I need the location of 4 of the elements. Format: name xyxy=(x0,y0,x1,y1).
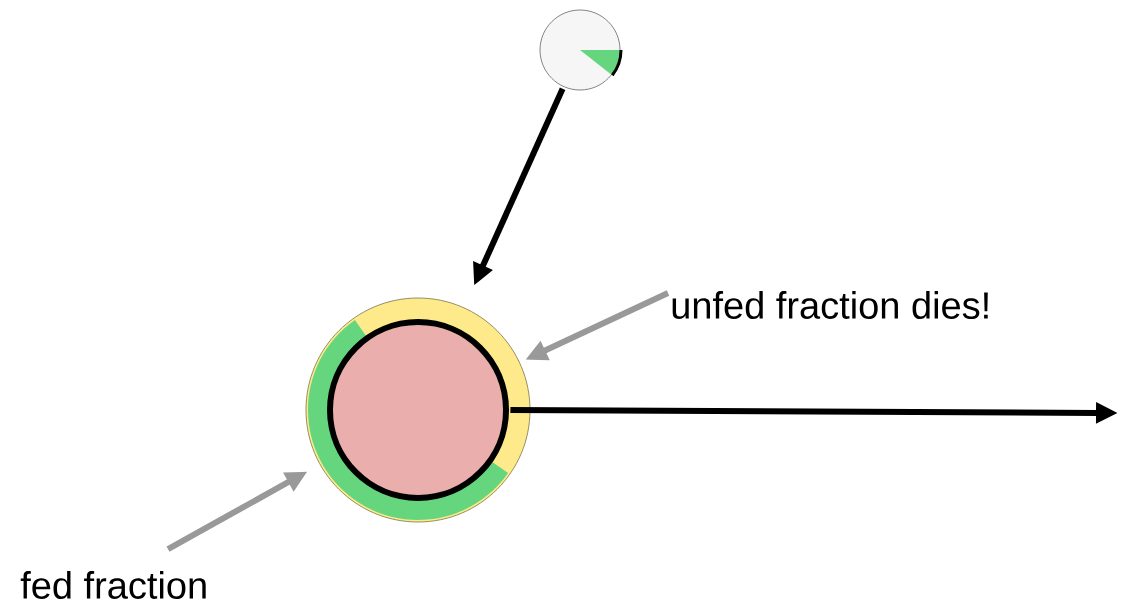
label-text: unfed fraction dies! xyxy=(672,291,988,319)
small-circle xyxy=(539,9,623,91)
cell-circle xyxy=(305,297,531,523)
label-text: fed fraction xyxy=(20,571,206,599)
